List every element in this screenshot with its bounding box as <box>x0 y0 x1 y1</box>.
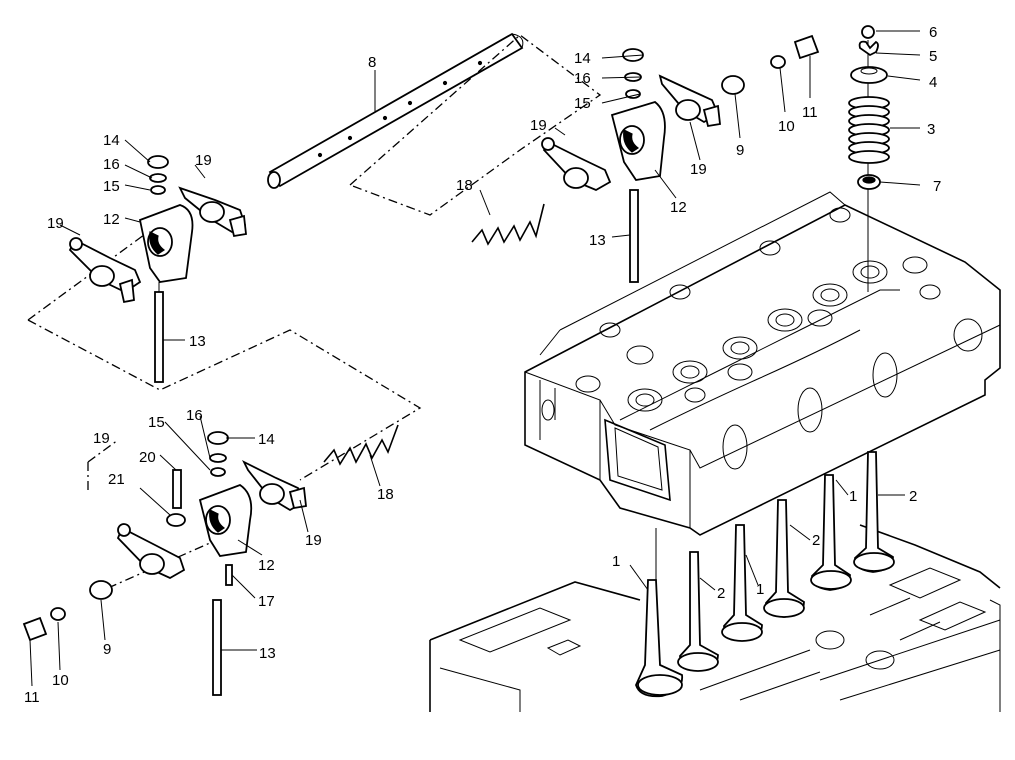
callout-12: 12 <box>670 199 687 216</box>
callout-4: 4 <box>929 74 937 91</box>
valve-2-mid <box>763 499 805 618</box>
callout-18: 18 <box>456 177 473 194</box>
callout-9: 9 <box>103 641 111 658</box>
leader-lines <box>29 30 921 687</box>
engine-block <box>429 524 1001 712</box>
callout-13: 13 <box>189 333 206 350</box>
callout-14: 14 <box>103 132 120 149</box>
callout-5: 5 <box>929 48 937 65</box>
callout-13: 13 <box>589 232 606 249</box>
callout-13: 13 <box>259 645 276 662</box>
callout-19: 19 <box>195 152 212 169</box>
callout-3: 3 <box>927 121 935 138</box>
rocker-assembly-left <box>68 155 247 383</box>
callout-16: 16 <box>103 156 120 173</box>
callout-15: 15 <box>574 95 591 112</box>
callout-12: 12 <box>258 557 275 574</box>
callout-15: 15 <box>103 178 120 195</box>
lock-nut-21 <box>166 513 186 527</box>
callout-16: 16 <box>574 70 591 87</box>
callout-12: 12 <box>103 211 120 228</box>
callout-1: 1 <box>612 553 620 570</box>
assembly-outline-top-mid <box>348 34 602 216</box>
spring-retainer <box>850 66 888 84</box>
callout-2: 2 <box>812 532 820 549</box>
callout-17: 17 <box>258 593 275 610</box>
rocker-springs <box>323 203 545 466</box>
callout-1: 1 <box>849 488 857 505</box>
callout-8: 8 <box>368 54 376 71</box>
callout-19: 19 <box>47 215 64 232</box>
callout-11: 11 <box>24 689 40 706</box>
callout-19: 19 <box>93 430 110 447</box>
washer-15 <box>150 185 166 195</box>
callout-2: 2 <box>717 585 725 602</box>
callout-19: 19 <box>305 532 322 549</box>
push-rod <box>154 291 164 383</box>
callout-18: 18 <box>377 486 394 503</box>
valve-spring <box>848 96 890 164</box>
washer-10 <box>770 55 786 69</box>
callout-10: 10 <box>778 118 795 135</box>
valve-cap <box>861 25 875 39</box>
callout-6: 6 <box>929 24 937 41</box>
washer-16 <box>149 173 167 183</box>
valve-collet <box>858 40 879 57</box>
callout-10: 10 <box>52 672 69 689</box>
nut-14 <box>147 155 169 169</box>
valve-1-rear <box>810 474 852 591</box>
adjust-screw-20 <box>172 469 182 509</box>
callout-1: 1 <box>756 581 764 598</box>
valve-2-rear <box>853 451 895 573</box>
assembly-outline-left <box>27 231 422 481</box>
callout-labels: 6 5 4 3 7 11 10 9 19 14 16 15 19 12 13 1… <box>24 24 941 706</box>
callout-19: 19 <box>690 161 707 178</box>
callout-19: 19 <box>530 117 547 134</box>
callout-14: 14 <box>258 431 275 448</box>
callout-9: 9 <box>736 142 744 159</box>
rocker-shaft <box>267 32 524 189</box>
washer-9 <box>721 75 745 95</box>
callout-16: 16 <box>186 407 203 424</box>
callout-2: 2 <box>909 488 917 505</box>
pin-17 <box>225 564 233 586</box>
rocker-assembly-bottom <box>22 431 307 696</box>
valve-2-front <box>677 551 719 672</box>
cylinder-head <box>524 191 1001 536</box>
rocker-assembly-top <box>541 34 820 283</box>
callout-14: 14 <box>574 50 591 67</box>
valve-1-mid <box>721 524 763 642</box>
callout-21: 21 <box>108 471 125 488</box>
callout-7: 7 <box>933 178 941 195</box>
valves <box>635 451 895 698</box>
callout-20: 20 <box>139 449 156 466</box>
callout-11: 11 <box>802 104 818 121</box>
cap-bolt-11 <box>793 34 820 60</box>
valve-1-front <box>635 528 684 698</box>
valve-spring-assembly <box>848 25 890 292</box>
callout-15: 15 <box>148 414 165 431</box>
